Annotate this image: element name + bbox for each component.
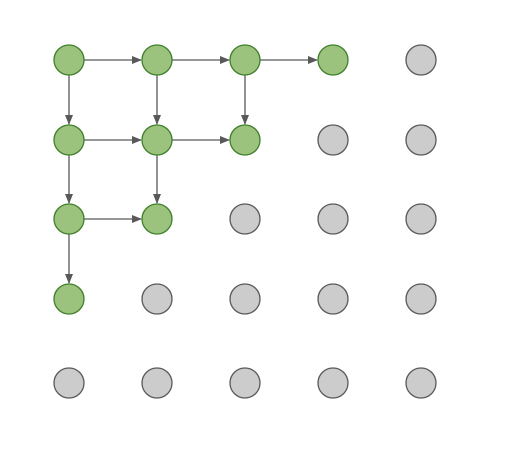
inactive-node-r3c3 (317, 283, 349, 315)
active-node-r0c2 (229, 44, 261, 76)
inactive-node-r4c2 (229, 367, 261, 399)
inactive-node-r4c4 (405, 367, 437, 399)
inactive-node-r4c0 (53, 367, 85, 399)
active-node-r0c3 (317, 44, 349, 76)
inactive-node-r3c1 (141, 283, 173, 315)
inactive-node-r4c3 (317, 367, 349, 399)
inactive-node-r2c4 (405, 203, 437, 235)
active-node-r1c2 (229, 124, 261, 156)
active-node-r2c0 (53, 203, 85, 235)
active-node-r1c1 (141, 124, 173, 156)
active-node-r1c0 (53, 124, 85, 156)
edges-layer (65, 56, 318, 284)
inactive-node-r4c1 (141, 367, 173, 399)
inactive-node-r3c4 (405, 283, 437, 315)
nodes-layer (53, 44, 437, 399)
active-node-r2c1 (141, 203, 173, 235)
inactive-node-r2c2 (229, 203, 261, 235)
active-node-r0c0 (53, 44, 85, 76)
inactive-node-r3c2 (229, 283, 261, 315)
inactive-node-r2c3 (317, 203, 349, 235)
inactive-node-r0c4 (405, 44, 437, 76)
active-node-r0c1 (141, 44, 173, 76)
active-node-r3c0 (53, 283, 85, 315)
inactive-node-r1c4 (405, 124, 437, 156)
inactive-node-r1c3 (317, 124, 349, 156)
